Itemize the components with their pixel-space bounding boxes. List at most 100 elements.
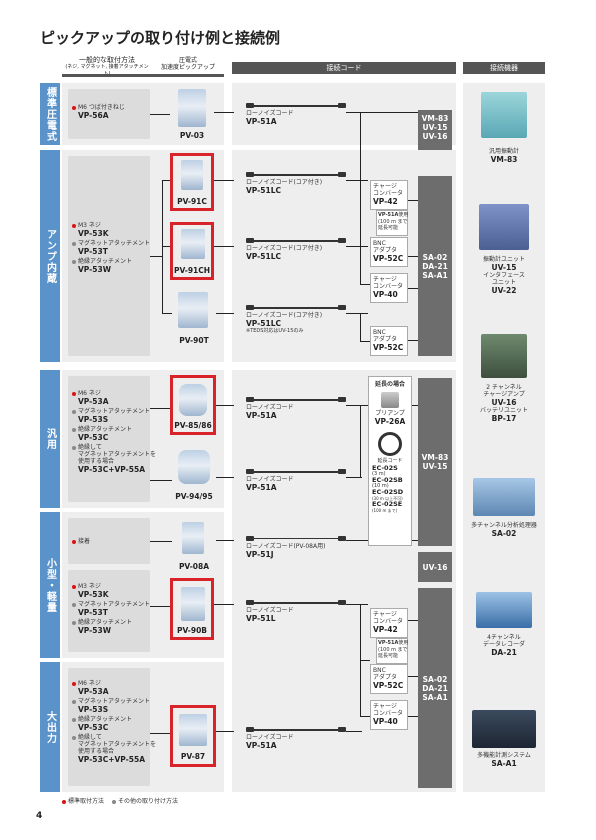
- connector-line: [216, 731, 234, 732]
- mount-label: M3 ネジ: [78, 222, 101, 229]
- legend: 標準取付方法 その他の取り付け方法: [62, 798, 178, 805]
- section-amp: アンプ内蔵: [40, 150, 60, 362]
- target-model: VM-83: [418, 114, 452, 123]
- device-band: [463, 83, 545, 792]
- connector-plug-icon: [338, 103, 346, 108]
- equipment-model: UV-15: [466, 263, 542, 272]
- extension-block: 延長の場合 プリアンプ VP-26A 延長コード EC-02S (3 m) EC…: [368, 376, 412, 546]
- connector-plug-icon: [338, 397, 346, 402]
- connector-plug-icon: [246, 305, 254, 310]
- equipment-uv16: 2 チャンネル チャージアンプ UV-16 バッテリユニット BP-17: [466, 334, 542, 423]
- pickup-pv03: PV-03: [170, 87, 214, 143]
- converter-label: コンバータ: [371, 710, 407, 717]
- pickup-pv90b: PV-90B: [170, 578, 214, 640]
- cable-graphic: [246, 238, 346, 243]
- cable-graphic: [246, 172, 346, 177]
- legend-standard: 標準取付方法: [68, 798, 104, 805]
- route-line: [346, 246, 368, 247]
- mount-label: マグネットアタッチメントを: [72, 451, 156, 458]
- converter-label: アダプタ: [371, 247, 407, 254]
- mount-label: 絶縁アタッチメント: [78, 716, 132, 723]
- converter-vp52c: BNC アダプタ VP-52C: [370, 664, 408, 694]
- target-model: UV-16: [418, 132, 452, 141]
- connector-plug-icon: [246, 397, 254, 402]
- connector-line: [150, 606, 170, 607]
- page-number: 4: [36, 811, 42, 821]
- other-dot-icon: [72, 603, 76, 607]
- equipment-model: SA-02: [466, 529, 542, 538]
- connector-line: [150, 256, 162, 257]
- mount-group-amp: M3 ネジ VP-53K マグネットアタッチメント VP-53T 絶縁アタッチメ…: [72, 222, 150, 274]
- standard-dot-icon: [62, 800, 66, 804]
- mount-label: マグネットアタッチメント: [78, 240, 150, 247]
- mount-model: VP-53A: [72, 397, 156, 406]
- route-line: [346, 604, 368, 605]
- cable-label: ローノイズコード: [246, 404, 346, 411]
- cable-line: [254, 729, 338, 731]
- cable-model: VP-51L: [246, 614, 346, 623]
- cable-model: VP-51LC: [246, 186, 346, 195]
- mount-model: VP-53K: [72, 229, 150, 238]
- cable-item: ローノイズコード VP-51A: [246, 103, 346, 126]
- pickup-model: PV-90B: [173, 626, 211, 635]
- sensor-image: [178, 450, 210, 484]
- converter-label: アダプタ: [371, 336, 407, 343]
- device-image: [473, 478, 535, 516]
- header-cable: 接続コード: [232, 62, 456, 74]
- converter-note: VP-51A使用 (100 m まで 延長可能: [376, 638, 408, 664]
- other-dot-icon: [72, 410, 76, 414]
- note-model: VP-51A: [378, 212, 398, 218]
- cable-graphic: [246, 600, 346, 605]
- equipment-sa02: 多チャンネル分析処理器 SA-02: [466, 478, 542, 538]
- mount-label: マグネットアタッチメント: [78, 698, 150, 705]
- target-model: DA-21: [418, 684, 452, 693]
- converter-model: VP-52C: [371, 681, 407, 690]
- connector-plug-icon: [338, 469, 346, 474]
- mount-label: マグネットアタッチメント: [78, 601, 150, 608]
- converter-model: VP-26A: [369, 417, 411, 426]
- target-model: UV-15: [418, 123, 452, 132]
- mount-item-adhesive: 接着: [72, 538, 90, 545]
- device-image: [481, 92, 527, 138]
- mount-label: マグネットアタッチメントを: [72, 741, 156, 748]
- pickup-model: PV-91C: [173, 197, 211, 206]
- converter-vp52c: BNC アダプタ VP-52C: [370, 326, 408, 356]
- mount-model: VP-53S: [72, 705, 156, 714]
- connector-line: [214, 246, 234, 247]
- mount-label: M6 ネジ: [78, 680, 101, 687]
- cable-model: VP-51J: [246, 550, 346, 559]
- connector-line: [150, 408, 170, 409]
- equipment-label: 多機能計測システム: [466, 752, 542, 759]
- section-small: 小型・軽量: [40, 512, 60, 658]
- converter-vp42: チャージ コンバータ VP-42: [370, 180, 408, 210]
- connector-line: [162, 246, 170, 247]
- pickup-model: PV-03: [170, 131, 214, 140]
- target-box-2: SA-02 DA-21 SA-A1: [418, 176, 452, 356]
- sensor-image: [179, 714, 207, 746]
- sensor-image: [181, 587, 205, 621]
- note-line: 使用: [398, 212, 408, 218]
- connector-line: [214, 604, 234, 605]
- cable-line: [254, 602, 338, 604]
- other-dot-icon: [72, 260, 76, 264]
- cable-item: ローノイズコード(コア付き) VP-51LC: [246, 172, 346, 195]
- converter-vp42: チャージ コンバータ VP-42: [370, 608, 408, 638]
- converter-model: VP-42: [371, 197, 407, 206]
- equipment-label: データレコーダ: [466, 641, 542, 648]
- cable-coil-icon: [378, 432, 402, 456]
- connector-plug-icon: [338, 172, 346, 177]
- converter-label: コンバータ: [371, 283, 407, 290]
- route-line: [360, 660, 370, 661]
- equipment-label: 多チャンネル分析処理器: [466, 522, 542, 529]
- connector-line: [150, 114, 170, 115]
- connector-line: [216, 313, 234, 314]
- equipment-label: 振動計ユニット: [466, 256, 542, 263]
- route-line: [360, 313, 361, 341]
- converter-label: アダプタ: [371, 674, 407, 681]
- route-line: [360, 341, 370, 342]
- extension-model: EC-02SE: [369, 501, 411, 508]
- equipment-saa1: 多機能計測システム SA-A1: [466, 710, 542, 768]
- connector-line: [214, 180, 234, 181]
- pickup-pv94-95: PV-94/95: [172, 450, 216, 506]
- mount-model: VP-53S: [72, 415, 156, 424]
